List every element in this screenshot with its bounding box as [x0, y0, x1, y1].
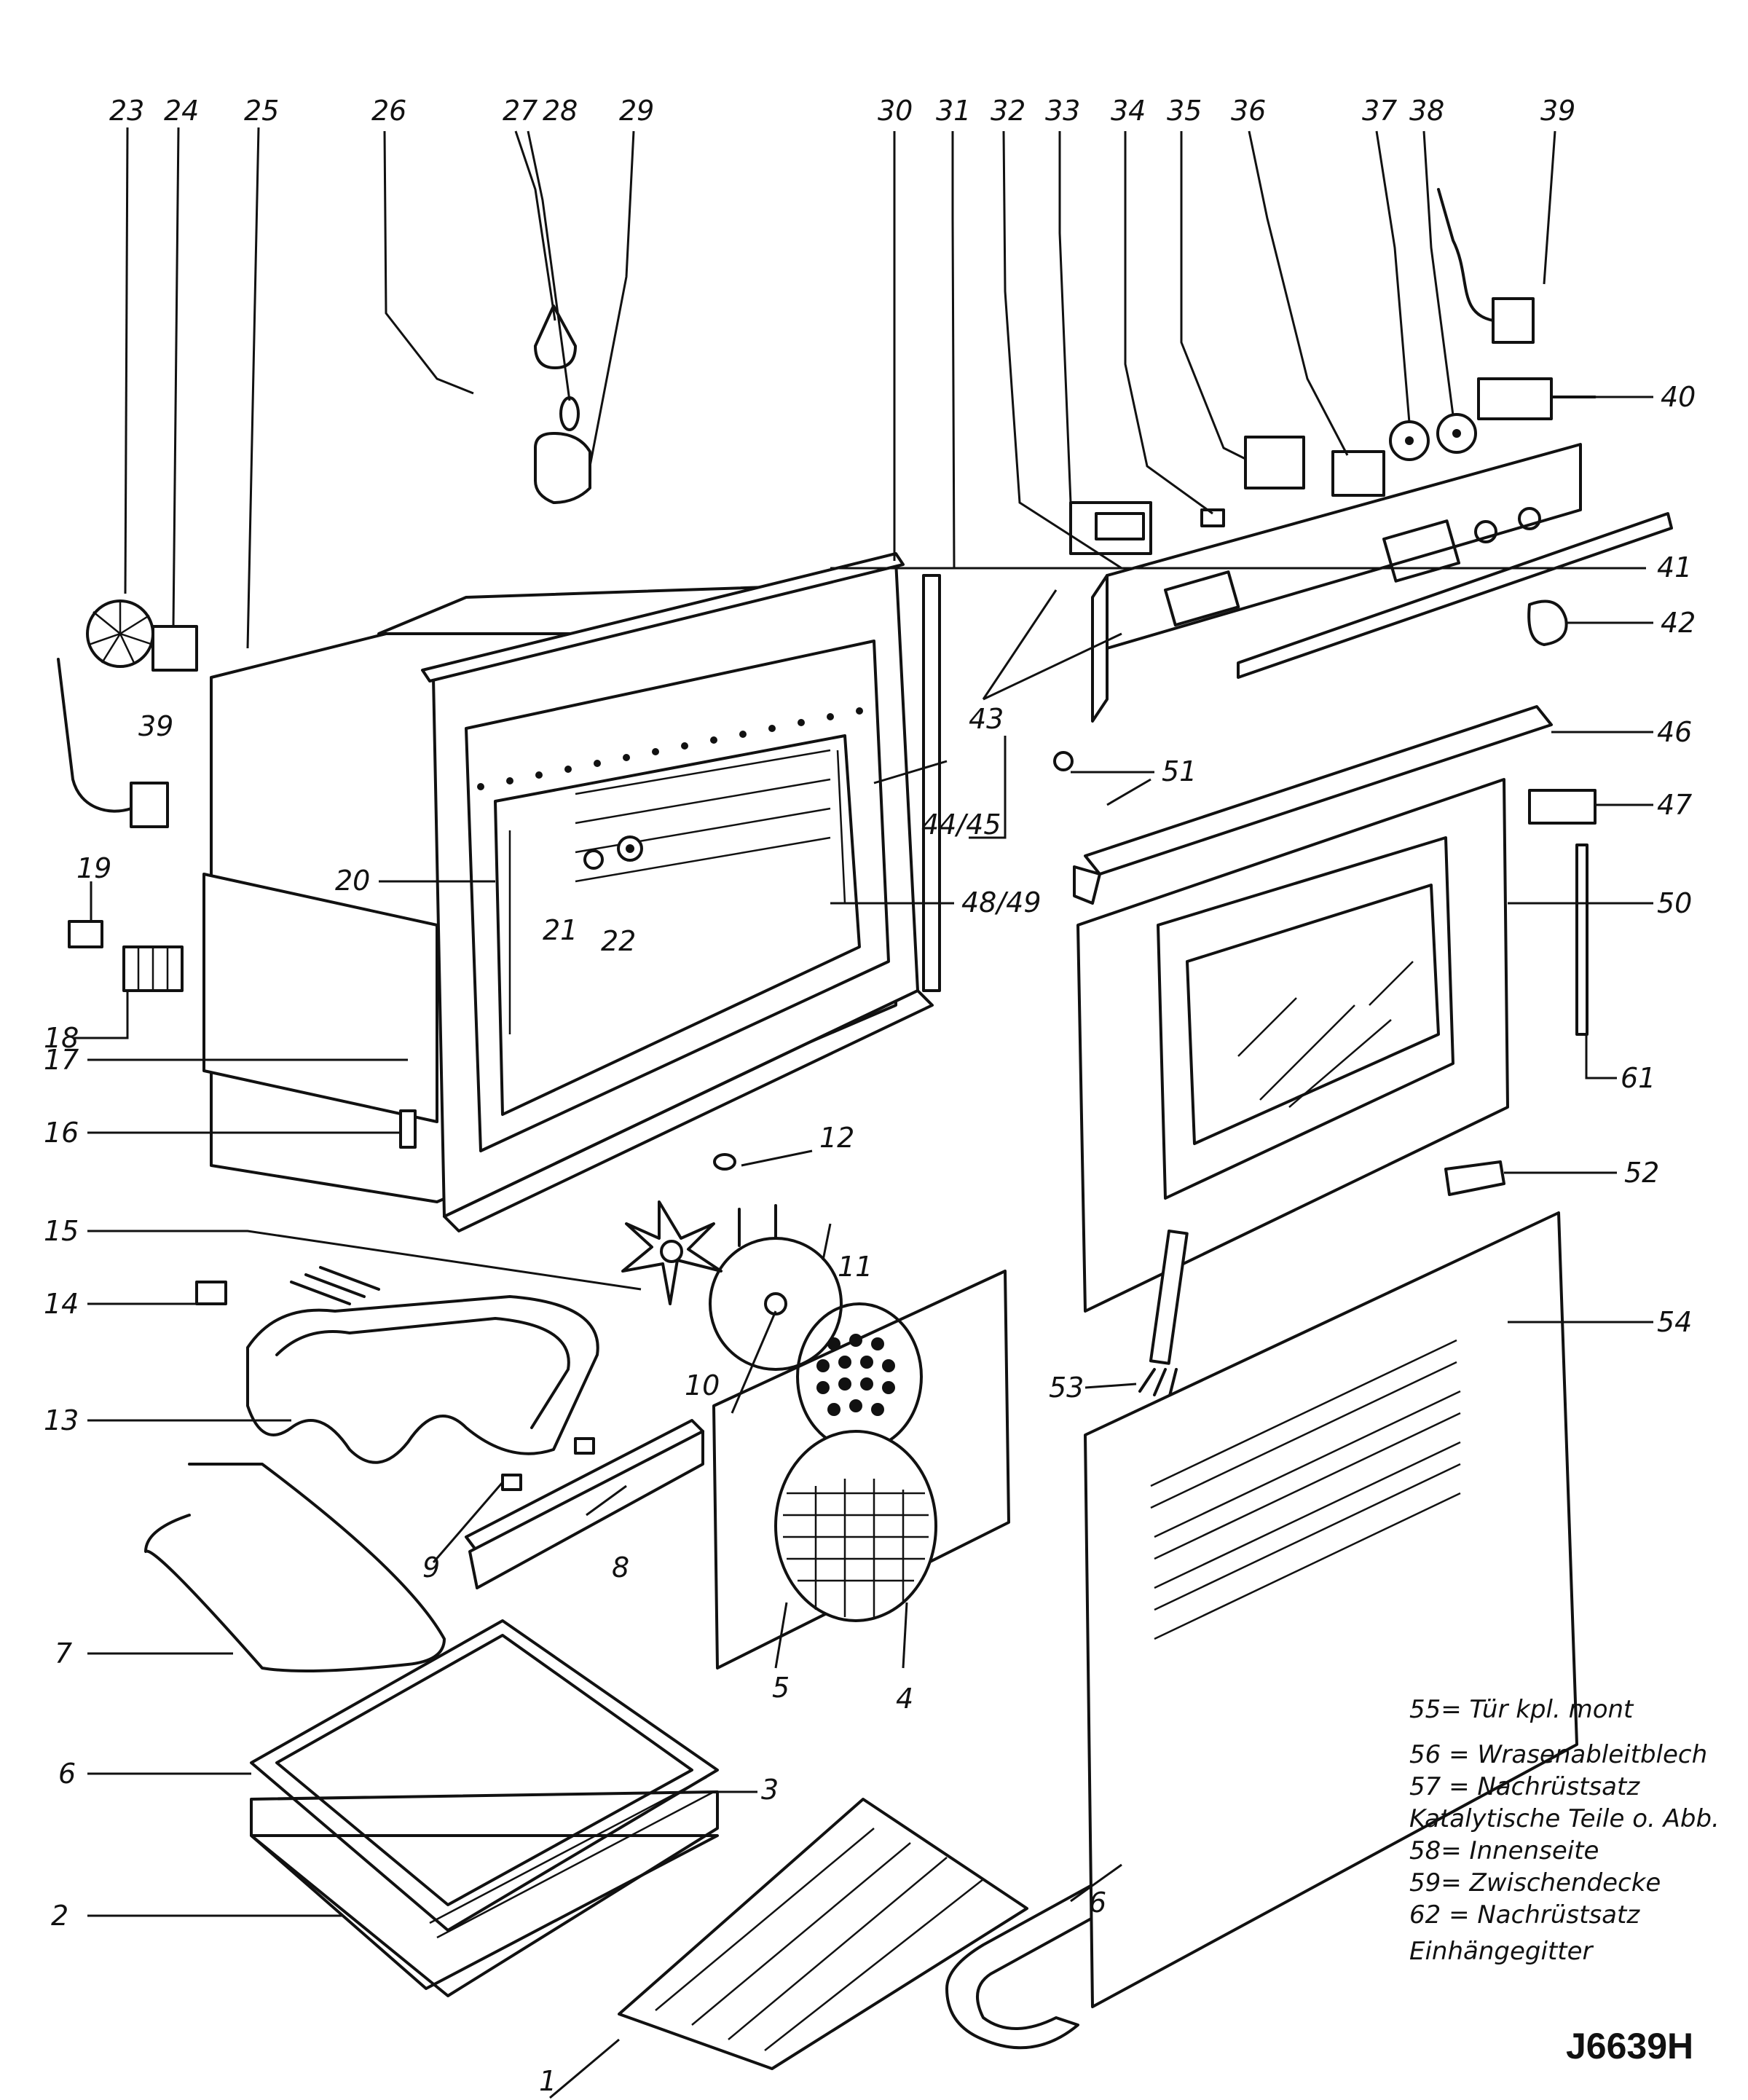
- knobs-top: [534, 304, 591, 504]
- oven-door: [1053, 705, 1597, 2008]
- left-components: [57, 599, 736, 1305]
- callout-53: 53: [1049, 1372, 1084, 1404]
- callout-9: 9: [422, 1552, 440, 1584]
- legend-line-62: 62 = Nachrüstsatz: [1409, 1900, 1640, 1930]
- callout-30: 30: [878, 95, 913, 127]
- legend-line-55: 55= Tür kpl. mont: [1409, 1695, 1634, 1724]
- callout-44-45: 44/45: [921, 809, 1001, 841]
- callout-51: 51: [1162, 755, 1197, 787]
- callout-15: 15: [44, 1215, 79, 1247]
- callout-31: 31: [936, 95, 971, 127]
- callout-50: 50: [1657, 887, 1692, 919]
- callout-18: 18: [44, 1022, 79, 1054]
- callout-39-top: 39: [1540, 95, 1575, 127]
- fan-and-back-panel: [621, 1200, 1010, 1670]
- catalytic-holes: [816, 1334, 895, 1416]
- control-panel: [1069, 188, 1673, 723]
- callout-6-tray: 6: [58, 1758, 76, 1790]
- parts-legend: 55= Tür kpl. mont 56 = Wrasenableitblech…: [1409, 1694, 1737, 1967]
- callout-10: 10: [685, 1369, 720, 1401]
- callout-20: 20: [335, 865, 370, 897]
- callout-5: 5: [772, 1672, 790, 1704]
- callout-3: 3: [761, 1774, 779, 1806]
- callout-46: 46: [1657, 716, 1692, 748]
- callout-labels: 23 24 25 26 27 28 29 30 31 32 33 34 35 3…: [44, 95, 1696, 2097]
- callout-4: 4: [896, 1683, 913, 1715]
- legend-line-katalytisch: Katalytische Teile o. Abb.: [1409, 1804, 1720, 1833]
- callout-22: 22: [601, 925, 636, 957]
- callout-11: 11: [838, 1251, 873, 1283]
- callout-40: 40: [1661, 381, 1696, 413]
- legend-line-57: 57 = Nachrüstsatz: [1409, 1772, 1640, 1801]
- callout-2: 2: [51, 1900, 68, 1932]
- legend-line-59: 59= Zwischendecke: [1409, 1868, 1661, 1898]
- callout-19: 19: [76, 852, 111, 884]
- callout-17: 17: [44, 1044, 79, 1076]
- callout-28: 28: [543, 95, 578, 127]
- callout-14: 14: [44, 1288, 79, 1320]
- callout-52: 52: [1624, 1157, 1659, 1189]
- callout-54: 54: [1657, 1306, 1692, 1338]
- callout-26: 26: [371, 95, 406, 127]
- callout-29: 29: [619, 95, 654, 127]
- callout-27: 27: [503, 95, 538, 127]
- callout-25: 25: [244, 95, 279, 127]
- door-slats: [1150, 1339, 1461, 1640]
- callout-42: 42: [1661, 607, 1696, 639]
- callout-47: 47: [1657, 789, 1692, 821]
- legend-line-56: 56 = Wrasenableitblech: [1409, 1740, 1708, 1769]
- callout-43: 43: [969, 703, 1004, 735]
- callout-23: 23: [109, 95, 144, 127]
- callout-7: 7: [55, 1637, 72, 1670]
- callout-6-rack: 6: [1089, 1887, 1106, 1919]
- callout-39-left: 39: [138, 710, 173, 742]
- callout-16: 16: [44, 1117, 79, 1149]
- callout-32: 32: [991, 95, 1025, 127]
- callout-38: 38: [1409, 95, 1444, 127]
- oven-cavity: [202, 552, 941, 1232]
- callout-12: 12: [819, 1122, 854, 1154]
- callout-36: 36: [1231, 95, 1266, 127]
- heating-elements: [144, 1266, 704, 1672]
- legend-line-einhaengegitter: Einhängegitter: [1409, 1937, 1593, 1966]
- legend-line-58: 58= Innenseite: [1409, 1836, 1599, 1865]
- drawing-code: J6639H: [1566, 2026, 1694, 2066]
- callout-33: 33: [1045, 95, 1080, 127]
- callout-13: 13: [44, 1404, 79, 1436]
- callout-37: 37: [1362, 95, 1397, 127]
- trays-and-racks: [250, 1619, 1196, 2070]
- callout-1: 1: [539, 2065, 556, 2097]
- callout-34: 34: [1111, 95, 1146, 127]
- callout-35: 35: [1167, 95, 1202, 127]
- callout-21: 21: [543, 914, 578, 946]
- callout-24: 24: [164, 95, 199, 127]
- callout-48-49: 48/49: [961, 886, 1042, 919]
- callout-41: 41: [1657, 551, 1692, 583]
- callout-8: 8: [612, 1552, 629, 1584]
- callout-61: 61: [1621, 1062, 1656, 1094]
- leader-lines: [73, 127, 1653, 2099]
